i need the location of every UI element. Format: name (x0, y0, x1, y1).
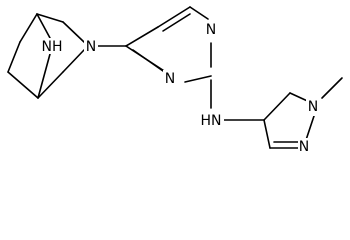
atom-amine-hn: HN (201, 113, 222, 129)
bicyclic-ring-bonds (7, 13, 85, 99)
atom-ring-n: N (86, 39, 96, 55)
atom-pyrimidine-n-bottom: N (165, 71, 175, 87)
pyrazole-ring-bonds (263, 77, 343, 149)
atom-labels: NH N N N HN N N (40, 20, 320, 155)
atom-pyrimidine-n-top: N (206, 22, 216, 38)
atom-pyrazole-n-methyl: N (308, 99, 318, 115)
amine-linker-bonds (210, 79, 265, 121)
atom-bridge-nh: NH (42, 39, 63, 55)
atom-pyrazole-n-adjacent: N (299, 139, 309, 155)
chemical-structure: NH N N N HN N N (7, 6, 343, 155)
